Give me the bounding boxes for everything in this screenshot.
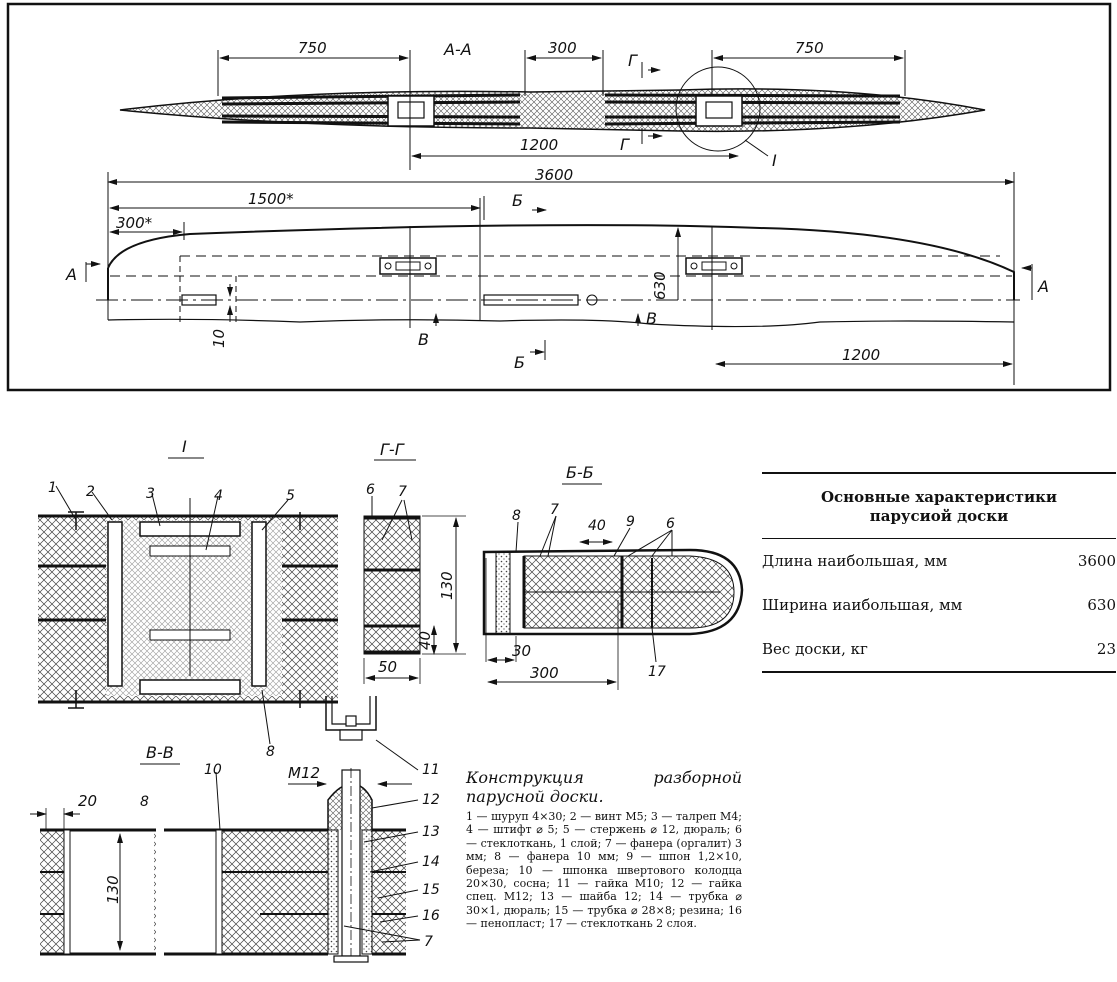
section-vv-callout-10: 10 <box>204 762 222 778</box>
section-vv-dim-m12: M12 <box>288 764 320 782</box>
section-aa-profile <box>119 66 986 157</box>
dim-300-star: 300* <box>116 214 153 232</box>
section-vv: В-В <box>30 696 421 963</box>
section-gg-dim-130: 130 <box>438 571 456 600</box>
section-vv-callout-11: 11 <box>422 762 440 778</box>
top-dimensions <box>217 50 906 170</box>
cut-v-left-label: В <box>418 330 429 349</box>
dim-1500: 1500* <box>248 190 294 208</box>
dim-bottom-1200: 1200 <box>842 346 880 364</box>
section-vv-callout-14: 14 <box>422 854 440 870</box>
section-bb-callout-8: 8 <box>512 508 521 524</box>
figure-caption: Конструкция разборной парусной доски. 1 … <box>466 768 742 931</box>
dim-left-750: 750 <box>298 39 327 57</box>
specs-header-rule <box>762 538 1116 539</box>
specs-row-weight: Вес доски, кг 23 <box>762 627 1116 671</box>
section-vv-title: В-В <box>146 743 174 762</box>
top-frame <box>6 2 1112 392</box>
caption-title-line2: парусной доски. <box>466 787 604 806</box>
specs-row-value: 630 <box>1087 596 1116 614</box>
cut-b-bottom-label: Б <box>514 353 525 372</box>
cut-v-right-label: В <box>646 309 657 328</box>
detail-i-callout-8: 8 <box>266 744 275 760</box>
detail-circle <box>675 66 761 152</box>
detail-i: I <box>38 437 338 745</box>
plan-view <box>85 172 1033 385</box>
detail-i-callout-1: 1 <box>48 480 57 496</box>
section-gg-callout-6: 6 <box>366 482 375 498</box>
section-bb-title: Б-Б <box>566 463 594 482</box>
section-vv-callout-13: 13 <box>422 824 440 840</box>
section-vv-callout-15: 15 <box>422 882 440 898</box>
section-vv-dim-130: 130 <box>104 875 122 904</box>
section-bb-dim-300: 300 <box>530 664 559 682</box>
specs-row-value: 3600 <box>1077 552 1116 570</box>
section-vv-callout-12: 12 <box>422 792 440 808</box>
dim-length-3600: 3600 <box>535 166 573 184</box>
section-gg-callout-7: 7 <box>398 484 407 500</box>
section-bb-callout-17: 17 <box>648 664 666 680</box>
section-gg: Г-Г <box>363 440 466 684</box>
section-vv-callout-8: 8 <box>140 794 149 810</box>
section-bb: Б-Б <box>482 463 744 690</box>
dim-width-630: 630 <box>651 271 669 300</box>
section-aa-label: А-А <box>443 40 472 59</box>
section-bb-callout-6: 6 <box>666 516 675 532</box>
cut-a-left-label: А <box>65 265 77 284</box>
specs-title-line2: парусиой доски <box>869 507 1009 525</box>
section-vv-callout-16: 16 <box>422 908 440 924</box>
specs-row-value: 23 <box>1096 640 1116 658</box>
section-bb-dim-30: 30 <box>512 642 531 660</box>
cut-g-top-label: Г <box>628 51 638 70</box>
caption-title-line1: Конструкция разборной <box>466 768 742 787</box>
specs-table: Основные характеристики парусиой доски Д… <box>762 472 1116 673</box>
section-vv-callout-7: 7 <box>424 934 433 950</box>
specs-row-label: Длина наибольшая, мм <box>762 552 948 570</box>
detail-i-callout-2: 2 <box>86 484 95 500</box>
section-gg-dim-50: 50 <box>378 658 397 676</box>
specs-title-line1: Основные характеристики <box>820 488 1058 506</box>
specs-row-label: Вес доски, кг <box>762 640 868 658</box>
specs-title: Основные характеристики парусиой доски <box>762 474 1116 538</box>
section-bb-callout-40: 40 <box>588 518 606 534</box>
dim-right-750: 750 <box>795 39 824 57</box>
detail-i-callout-4: 4 <box>214 488 223 504</box>
section-bb-callout-7: 7 <box>550 502 559 518</box>
section-bb-callout-9: 9 <box>626 514 635 530</box>
section-vv-dim-20: 20 <box>78 792 97 810</box>
cut-a-right-label: А <box>1037 277 1049 296</box>
detail-i-callout-3: 3 <box>146 486 155 502</box>
dim-center-300: 300 <box>548 39 577 57</box>
dim-top-1200: 1200 <box>520 136 558 154</box>
detail-i-callout-5: 5 <box>286 488 295 504</box>
detail-i-title: I <box>182 437 187 456</box>
detail-callout-label: I <box>772 151 777 170</box>
cut-g-bottom-label: Г <box>620 135 630 154</box>
specs-row-length: Длина наибольшая, мм 3600 <box>762 539 1116 583</box>
specs-top-rule <box>762 472 1116 474</box>
caption-legend: 1 — шуруп 4×30; 2 — винт М5; 3 — талреп … <box>466 810 742 931</box>
dim-10: 10 <box>210 329 228 348</box>
specs-bottom-rule <box>762 671 1116 673</box>
section-gg-dim-40: 40 <box>416 631 434 650</box>
section-gg-title: Г-Г <box>380 440 405 459</box>
specs-row-width: Ширина иаибольшая, мм 630 <box>762 583 1116 627</box>
specs-row-label: Ширина иаибольшая, мм <box>762 596 963 614</box>
cut-b-top-label: Б <box>512 191 523 210</box>
